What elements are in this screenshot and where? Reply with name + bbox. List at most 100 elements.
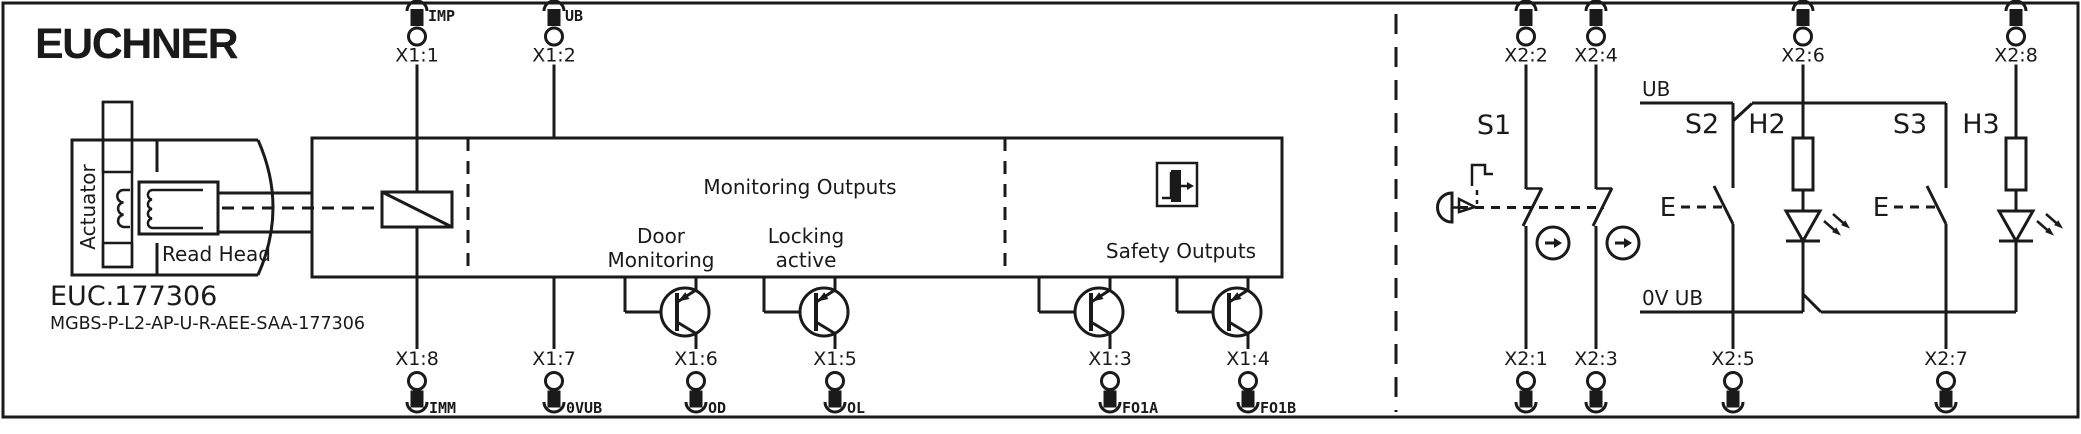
terminal-id: X2:6	[1781, 45, 1825, 67]
resistor-symbol	[1791, 136, 1815, 192]
h2-label: H2	[1748, 109, 1785, 140]
terminal-pin-icon	[1796, 9, 1810, 26]
terminal-pin-icon	[547, 390, 561, 408]
terminal-pin-icon	[1241, 390, 1255, 408]
pulse-icon-step	[1162, 172, 1173, 200]
terminal-clamp-icon	[1934, 401, 1958, 414]
terminal-clamp-icon	[823, 401, 847, 414]
terminal-pin-icon	[547, 9, 561, 26]
terminal-x1-6: X1:6 OD	[674, 348, 726, 417]
positive-opening-icon	[1535, 225, 1571, 261]
locking-active-label-2: active	[776, 248, 837, 272]
door-monitoring-label-2: Monitoring	[608, 248, 715, 272]
terminal-pin-icon	[689, 390, 703, 408]
terminal-x1-3: X1:3 FO1A	[1088, 348, 1158, 417]
manual-actuation-label: E	[1660, 193, 1676, 223]
terminal-ring-icon	[544, 26, 564, 47]
transistor-arrow	[817, 292, 829, 302]
h3-lamp-branch: H3	[1962, 64, 2063, 312]
transistor-circle	[1073, 286, 1125, 338]
read-head-coil	[146, 188, 203, 230]
terminal-x1-1: X1:1 IMP	[395, 0, 455, 67]
terminal-id: X2:5	[1711, 348, 1755, 370]
terminal-ring-icon	[544, 371, 564, 391]
signal-label: IMP	[428, 7, 455, 25]
transistor-collector	[815, 320, 836, 335]
drawing-frame	[1, 1, 2080, 419]
terminal-pin-icon	[1726, 390, 1740, 408]
model-code: MGBS-P-L2-AP-U-R-AEE-SAA-177306	[50, 314, 365, 334]
estop-mushroom-icon	[1436, 191, 1454, 224]
terminal-x2-3: X2:3	[1574, 348, 1618, 414]
s1-label: S1	[1477, 110, 1511, 141]
transistor-fo1a	[1037, 277, 1125, 349]
estop-latch-icon	[1470, 163, 1493, 186]
transistor-arrow	[678, 292, 690, 302]
signal-label: OD	[708, 399, 726, 417]
terminal-ring-icon	[1793, 26, 1813, 47]
terminal-x1-2: X1:2 UB	[532, 0, 583, 67]
transistor-collector	[1228, 320, 1249, 335]
terminal-x2-6: X2:6	[1781, 0, 1825, 67]
h3-label: H3	[1962, 109, 1999, 140]
pulse-icon-bar	[1171, 170, 1181, 202]
door-monitoring-label-1: Door	[637, 224, 686, 248]
terminal-ring-icon	[1723, 371, 1743, 391]
terminal-x1-8: X1:8 IMM	[395, 348, 456, 417]
terminal-x2-1: X2:1	[1504, 348, 1548, 414]
led-emission-arrowhead	[1832, 227, 1841, 236]
terminal-ring-icon	[407, 371, 427, 391]
terminal-id: X2:4	[1574, 45, 1618, 67]
terminal-clamp-icon	[2004, 0, 2028, 12]
transistor-arrow	[1230, 292, 1242, 302]
ub-rail: UB	[1640, 77, 1946, 123]
transistor-fo1b	[1175, 277, 1263, 349]
transistor-circle	[798, 286, 850, 338]
transistor-od	[623, 277, 711, 349]
terminal-x2-5: X2:5	[1711, 348, 1755, 414]
led-emission-arrow	[1832, 213, 1846, 226]
led-emission-arrow	[2045, 213, 2059, 226]
positive-opening-icon	[1605, 225, 1641, 261]
signal-label: UB	[565, 7, 583, 25]
door-outline	[70, 138, 258, 277]
terminal-x2-8: X2:8	[1994, 0, 2038, 67]
rail-jog	[1731, 102, 1754, 123]
terminal-ring-icon	[2006, 26, 2026, 47]
terminal-ring-icon	[1516, 26, 1536, 47]
terminal-clamp-icon	[684, 401, 708, 414]
device-box: Monitoring Outputs Door Monitoring Locki…	[222, 136, 1284, 279]
terminal-pin-icon	[1519, 390, 1533, 408]
transistor-circle	[1211, 286, 1263, 338]
terminal-x1-5: X1:5 OL	[813, 348, 865, 417]
terminal-id: X2:2	[1504, 45, 1548, 67]
s1-emergency-stop: S1	[1436, 64, 1641, 349]
terminal-ring-icon	[1238, 371, 1258, 391]
read-head-box	[137, 180, 220, 236]
actuator-hatch-bottom	[101, 241, 134, 269]
zero-v-rail-label: 0V UB	[1642, 286, 1703, 310]
actuator-label: Actuator	[76, 164, 100, 250]
safety-outputs-label: Safety Outputs	[1106, 239, 1256, 263]
led-symbol	[1783, 209, 1823, 245]
terminal-pin-icon	[828, 390, 842, 408]
terminal-pin-icon	[1589, 9, 1603, 26]
s3-switch: S3 E	[1873, 103, 1948, 349]
signal-label: FO1B	[1260, 399, 1296, 417]
terminal-ring-icon	[1936, 371, 1956, 391]
terminal-clamp-icon	[1514, 0, 1538, 12]
terminal-x2-4: X2:4	[1574, 0, 1618, 67]
estop-release-flag-icon	[1457, 196, 1479, 214]
terminal-id: X2:1	[1504, 348, 1548, 370]
led-emission-arrow	[2036, 220, 2050, 233]
contact-blade	[1521, 187, 1544, 227]
s2-switch: S2 E	[1660, 103, 1735, 349]
locking-active-label-1: Locking	[768, 224, 845, 248]
terminal-ring-icon	[1516, 371, 1536, 391]
terminal-x1-4: X1:4 FO1B	[1226, 348, 1296, 417]
resistor-symbol	[2004, 136, 2028, 192]
led-symbol	[1996, 209, 2036, 245]
pulse-icon-frame	[1155, 161, 1199, 208]
